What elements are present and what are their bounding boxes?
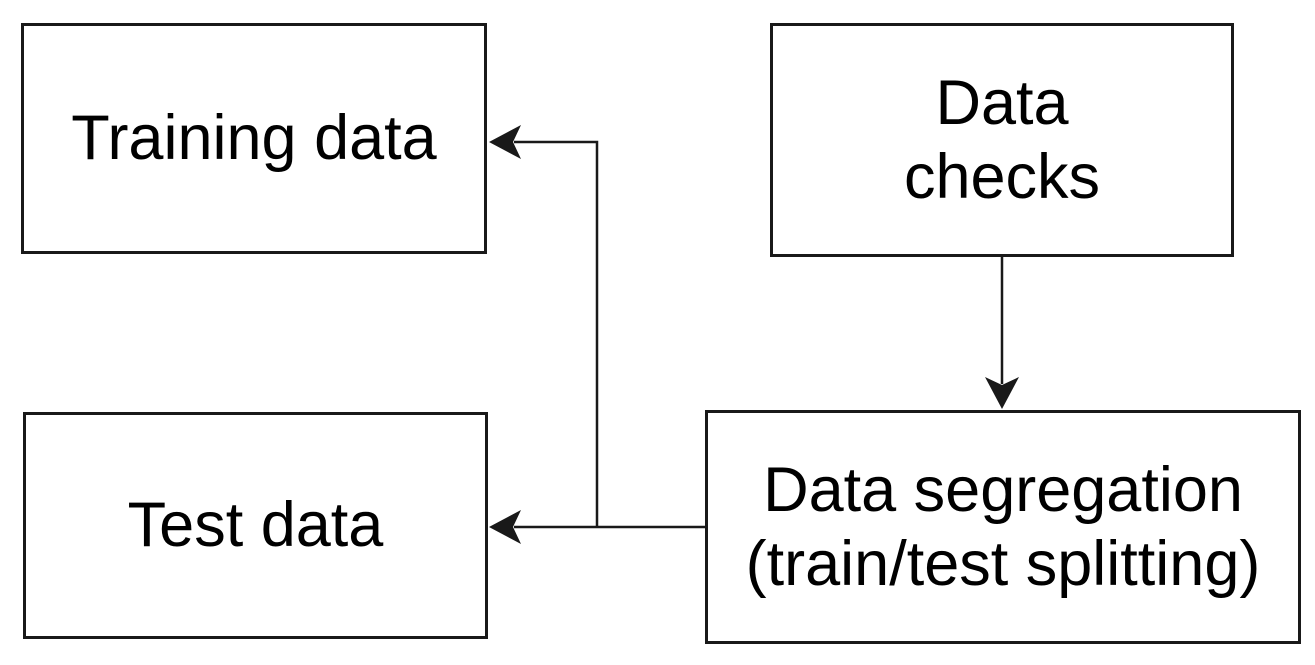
node-training-data-label: Training data xyxy=(71,103,437,174)
node-data-checks-label: Data checks xyxy=(903,67,1101,212)
edge-segregation-to-training-line xyxy=(514,140,599,527)
node-data-checks: Data checks xyxy=(770,23,1234,257)
edge-segregation-to-training xyxy=(489,125,599,527)
edge-checks-to-segregation xyxy=(985,257,1019,409)
node-data-segregation-label: Data segregation (train/test splitting) xyxy=(745,454,1261,599)
node-data-segregation: Data segregation (train/test splitting) xyxy=(705,410,1301,644)
arrowhead-left-test xyxy=(489,510,521,544)
arrowhead-down xyxy=(985,377,1019,409)
node-training-data: Training data xyxy=(21,23,487,254)
node-test-data-label: Test data xyxy=(127,490,384,561)
node-test-data: Test data xyxy=(23,412,488,639)
edge-segregation-to-test xyxy=(489,510,705,544)
arrowhead-left-training xyxy=(489,125,521,159)
